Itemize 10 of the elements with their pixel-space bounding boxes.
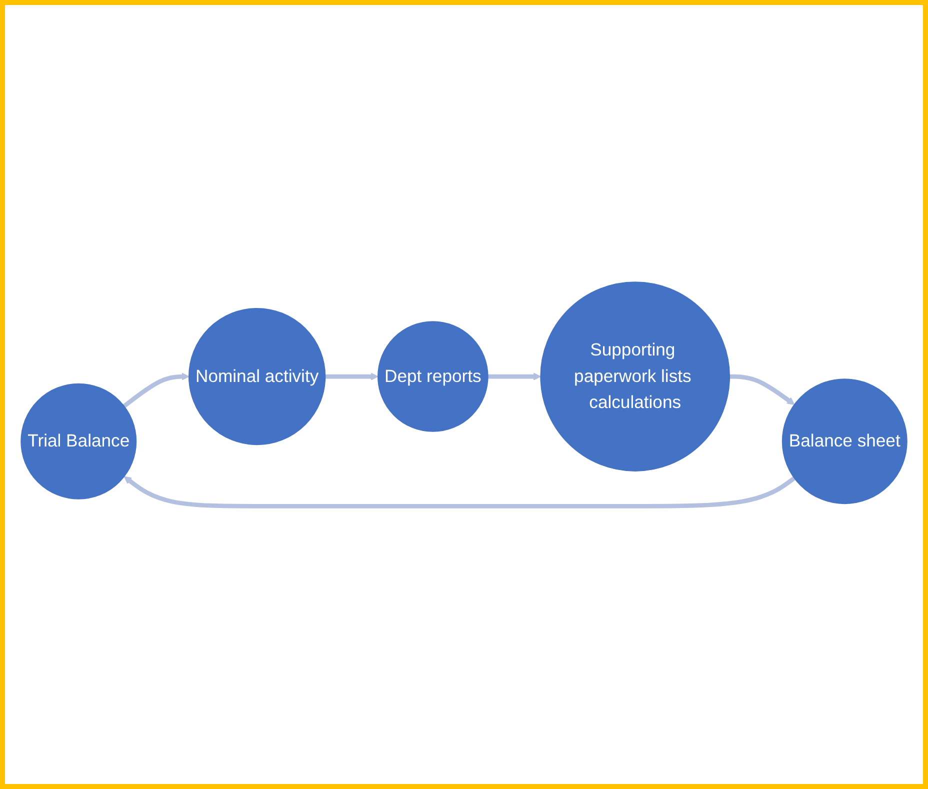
node-circle: Balance sheet bbox=[782, 379, 908, 504]
arrow bbox=[124, 476, 796, 509]
arrow bbox=[488, 373, 541, 381]
node-circle: Nominal activity bbox=[188, 308, 326, 446]
arrow bbox=[325, 373, 378, 381]
arrow bbox=[122, 373, 190, 408]
node-circle: Dept reports bbox=[378, 322, 488, 432]
node-circle: Trial Balance bbox=[20, 384, 137, 500]
node-circle: Supporting paperwork lists calculations bbox=[540, 282, 730, 472]
arrow bbox=[730, 374, 795, 406]
